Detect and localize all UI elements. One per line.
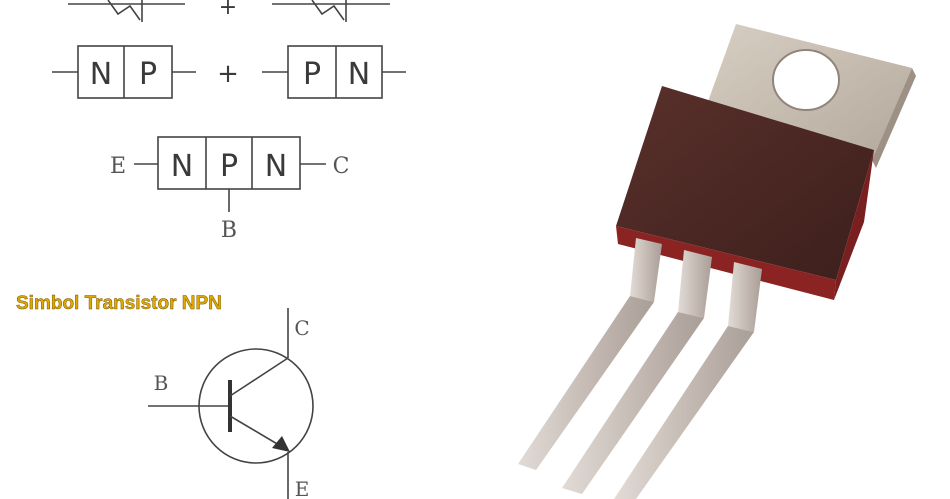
collector-line <box>229 357 289 397</box>
npn-schematic-symbol: B C E <box>148 308 314 499</box>
npn-block-emitter-label: E <box>110 154 126 179</box>
symbol-emitter-label: E <box>295 477 310 499</box>
emitter-arrow-icon <box>272 436 290 452</box>
np-block <box>77 45 173 99</box>
to220-transistor-photo <box>518 24 916 499</box>
npn-block-p-label: P <box>220 149 238 184</box>
diode-blocks-row: N P + P N <box>52 45 406 99</box>
lead-left <box>518 238 662 470</box>
mounting-hole <box>773 50 839 110</box>
symbol-base-label: B <box>154 371 169 395</box>
npn-block-diagram: E C N P N B <box>110 136 350 243</box>
package-body <box>616 86 874 280</box>
npn-block-n2-label: N <box>265 149 287 184</box>
npn-block <box>157 136 301 190</box>
emitter-line <box>229 415 285 449</box>
npn-block-collector-label: C <box>333 154 350 179</box>
diode-symbols-top: + <box>68 0 390 22</box>
pn-block-n-label: N <box>348 57 370 92</box>
npn-block-base-label: B <box>221 218 237 243</box>
lead-middle <box>562 250 712 494</box>
symbol-collector-label: C <box>294 316 309 340</box>
symbol-title: Simbol Transistor NPN <box>16 293 222 314</box>
lead-right <box>614 262 762 499</box>
package-body-edge <box>616 226 836 300</box>
pn-block <box>287 45 383 99</box>
pn-block-p-label: P <box>303 57 321 92</box>
np-block-n-label: N <box>90 57 112 92</box>
np-block-p-label: P <box>139 57 157 92</box>
plus-sign-top: + <box>219 0 237 20</box>
npn-block-n1-label: N <box>171 149 193 184</box>
plus-sign: + <box>217 59 239 89</box>
